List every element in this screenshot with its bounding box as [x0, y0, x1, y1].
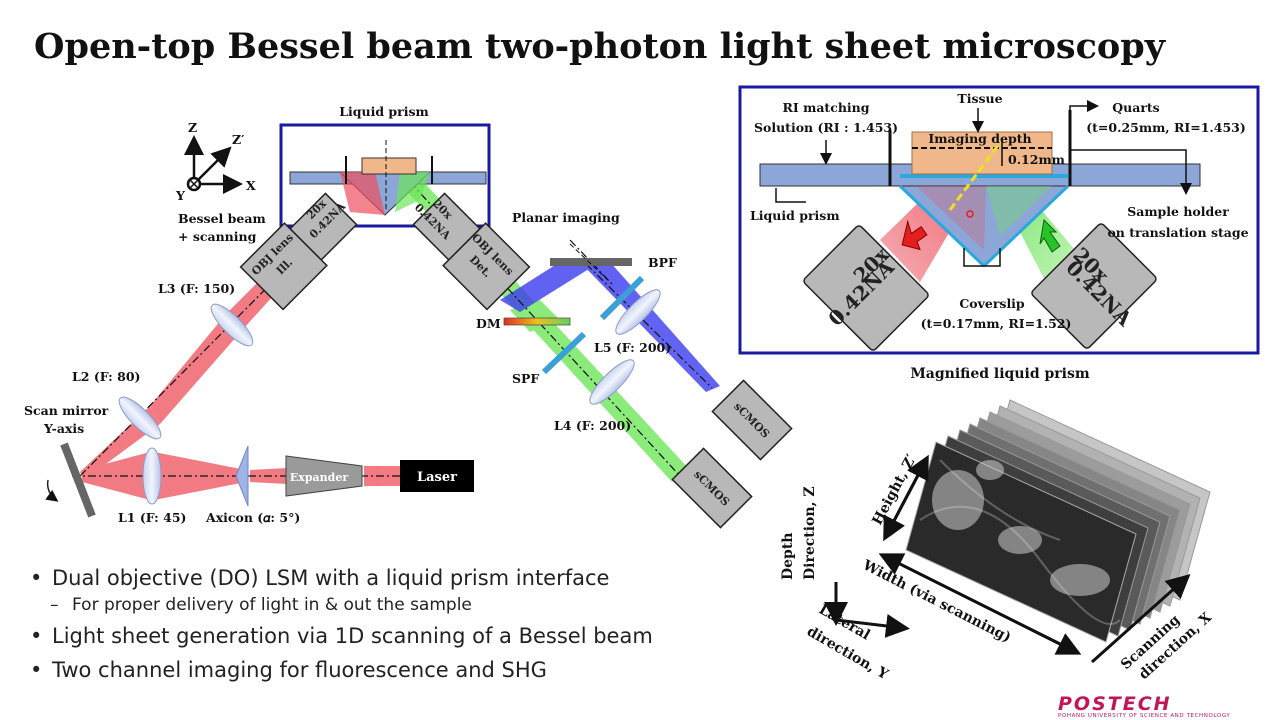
expander: [285, 455, 363, 497]
depth-value-label: 0.12mm: [1008, 152, 1065, 167]
bullet-subitem-1: For proper delivery of light in & out th…: [30, 594, 653, 616]
axicon-label: Axicon (𝛼: 5°): [205, 510, 300, 525]
depth-label-1: Depth: [780, 533, 796, 580]
logo-wordmark: POSTECH: [1058, 693, 1172, 715]
in-arrow-icon: [901, 219, 928, 251]
liquid-prism-frame: [279, 123, 491, 228]
out-arrow-icon: [1039, 218, 1061, 253]
axis-z-label: Z: [188, 120, 197, 135]
bessel-label-2: + scanning: [178, 229, 257, 244]
liquid-prism-label: Liquid prism: [339, 104, 429, 119]
holder-label-2: on translation stage: [1107, 225, 1248, 240]
ri-label-2: Solution (RI : 1.453): [754, 120, 898, 135]
slide-title: Open-top Bessel beam two-photon light sh…: [34, 26, 1166, 67]
dm-label: DM: [476, 316, 501, 331]
optical-setup: Liquid prism 20x 0.42NA OBJ lens Ill. 20…: [24, 104, 793, 529]
l3-label: L3 (F: 150): [158, 281, 235, 296]
laser-label: Laser: [417, 470, 457, 485]
postech-logo: POSTECH POHANG UNIVERSITY OF SCIENCE AND…: [1058, 693, 1278, 720]
lens-l1: [142, 447, 162, 505]
tissue-label: Tissue: [957, 91, 1002, 106]
coverslip-label-2: (t=0.17mm, RI=1.52): [921, 316, 1072, 331]
depth-label-2: Direction, Z: [802, 486, 818, 580]
lens-l3: [210, 303, 254, 347]
laser: [400, 460, 474, 492]
bullet-item-3: Two channel imaging for fluorescence and…: [30, 656, 653, 684]
l5-label: L5 (F: 200): [594, 340, 671, 355]
bpf-filter: [599, 275, 645, 321]
volume-arrows: [824, 454, 1191, 664]
planar-imaging-label: Planar imaging: [512, 210, 620, 225]
lens-l4: [589, 359, 635, 405]
scan-mirror-label-1: Scan mirror: [24, 403, 109, 418]
dichroic-mirror: [503, 317, 571, 326]
l4-label: L4 (F: 200): [554, 418, 631, 433]
mag-liquid-prism-label: Liquid prism: [750, 208, 840, 223]
axis-y-label: Y: [175, 188, 186, 203]
coverslip-label-1: Coverslip: [959, 296, 1025, 311]
camera-shg: sCMOS: [711, 379, 793, 461]
bullet-item-1: Dual objective (DO) LSM with a liquid pr…: [30, 564, 653, 592]
imaging-depth-label: Imaging depth: [928, 131, 1031, 146]
bullet-item-2: Light sheet generation via 1D scanning o…: [30, 622, 653, 650]
shg-beam: [500, 262, 720, 392]
magnified-caption: Magnified liquid prism: [910, 366, 1090, 382]
bessel-label-1: Bessel beam: [178, 211, 266, 226]
mag-objective-det: [1031, 223, 1157, 349]
logo-tagline: POHANG UNIVERSITY OF SCIENCE AND TECHNOL…: [1058, 713, 1231, 719]
scan-mirror: [45, 442, 96, 518]
magnified-prism-panel: 20x 0.42NA 20x 0.42NA RI matching Soluti…: [738, 85, 1260, 355]
axis-x-label: X: [246, 178, 256, 193]
l1-label: L1 (F: 45): [118, 510, 186, 525]
coordinate-axes: [184, 135, 243, 194]
mag-objective-ill: [803, 225, 929, 351]
camera-fluorescence: sCMOS: [671, 447, 753, 529]
bullet-list: Dual objective (DO) LSM with a liquid pr…: [30, 558, 653, 684]
ri-label-1: RI matching: [783, 100, 870, 115]
expander-label: Expander: [290, 471, 348, 484]
spf-label: SPF: [512, 371, 539, 386]
scan-mirror-label-2: Y-axis: [43, 421, 84, 436]
spf-filter: [541, 331, 587, 375]
quarts-label-2: (t=0.25mm, RI=1.453): [1086, 120, 1246, 135]
top-mirror: [550, 258, 632, 266]
axis-zprime-label: Z′: [232, 132, 244, 147]
excitation-beam: [80, 212, 400, 500]
bpf-label: BPF: [648, 255, 677, 270]
lens-l5: [615, 289, 661, 335]
lens-l2: [118, 396, 162, 440]
image-stack: [905, 399, 1211, 643]
holder-label-1: Sample holder: [1127, 204, 1229, 219]
l2-label: L2 (F: 80): [72, 369, 140, 384]
objective-illumination: [239, 192, 358, 311]
axicon: [235, 445, 249, 507]
objective-detection: [412, 192, 531, 311]
quarts-label-1: Quarts: [1112, 100, 1159, 115]
